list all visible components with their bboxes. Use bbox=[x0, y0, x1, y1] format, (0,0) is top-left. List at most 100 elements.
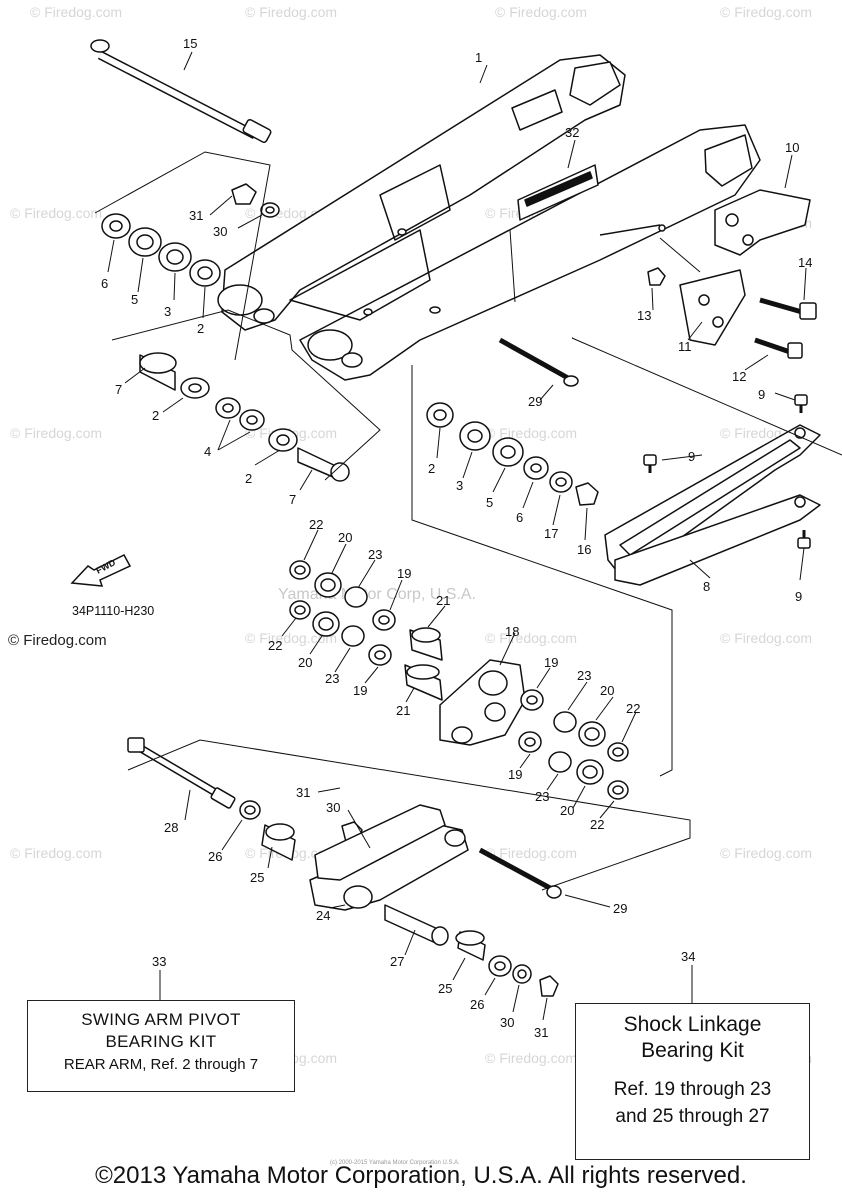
bearing-26-collar-25-left bbox=[239, 800, 296, 861]
bolt-14-part bbox=[759, 297, 817, 320]
callout-22: 22 bbox=[268, 638, 282, 653]
lower-bearing-kit-parts bbox=[455, 930, 559, 997]
screw-9-part bbox=[643, 394, 811, 549]
callout-10: 10 bbox=[785, 140, 799, 155]
callout-5: 5 bbox=[486, 495, 493, 510]
callout-23: 23 bbox=[325, 671, 339, 686]
callout-27: 27 bbox=[390, 954, 404, 969]
callout-26: 26 bbox=[470, 997, 484, 1012]
watermark: © Firedog.com bbox=[245, 4, 338, 20]
callout-29: 29 bbox=[613, 901, 627, 916]
watermark: © Firedog.com bbox=[485, 1050, 578, 1066]
callout-30: 30 bbox=[500, 1015, 514, 1030]
callout-20: 20 bbox=[600, 683, 614, 698]
watermark: © Firedog.com bbox=[720, 4, 813, 20]
callout-7: 7 bbox=[115, 382, 122, 397]
chain-slider-part bbox=[604, 424, 821, 586]
watermark: © Firedog.com bbox=[495, 4, 588, 20]
callout-9: 9 bbox=[795, 589, 802, 604]
watermark: © Firedog.com bbox=[10, 425, 103, 441]
callout-13: 13 bbox=[637, 308, 651, 323]
callout-29: 29 bbox=[528, 394, 542, 409]
callout-8: 8 bbox=[703, 579, 710, 594]
watermark: © Firedog.com bbox=[485, 425, 578, 441]
callout-31: 31 bbox=[534, 1025, 548, 1040]
watermark: © Firedog.com bbox=[485, 630, 578, 646]
callout-32: 32 bbox=[565, 125, 579, 140]
bolt-29-upper-part bbox=[498, 337, 579, 387]
watermark: © Firedog.com bbox=[245, 630, 338, 646]
callout-20: 20 bbox=[298, 655, 312, 670]
callout-14: 14 bbox=[798, 255, 812, 270]
firedog-logo: © Firedog.com bbox=[8, 632, 107, 649]
callout-30: 30 bbox=[213, 224, 227, 239]
callout-22: 22 bbox=[590, 817, 604, 832]
kit34-line4: and 25 through 27 bbox=[615, 1106, 770, 1127]
callout-33: 33 bbox=[152, 954, 166, 969]
kit34-line3: Ref. 19 through 23 bbox=[613, 1079, 772, 1100]
linkage-bearing-set-lower bbox=[518, 689, 629, 800]
callout-25: 25 bbox=[250, 870, 264, 885]
callout-26: 26 bbox=[208, 849, 222, 864]
swing-arm-part bbox=[217, 54, 761, 381]
callout-19: 19 bbox=[353, 683, 367, 698]
callout-20: 20 bbox=[338, 530, 352, 545]
callout-25: 25 bbox=[438, 981, 452, 996]
callout-28: 28 bbox=[164, 820, 178, 835]
callout-23: 23 bbox=[535, 789, 549, 804]
pivot-shaft-part bbox=[90, 39, 272, 143]
callout-34: 34 bbox=[681, 949, 695, 964]
linkage-bearing-set-upper bbox=[289, 560, 443, 701]
watermark: © Firedog.com bbox=[720, 630, 813, 646]
bolt-29-lower-part bbox=[478, 847, 562, 899]
callout-1: 1 bbox=[475, 50, 482, 65]
callout-6: 6 bbox=[516, 510, 523, 525]
callout-17: 17 bbox=[544, 526, 558, 541]
callout-5: 5 bbox=[131, 292, 138, 307]
shock-linkage-bearing-kit-box: Shock Linkage Bearing Kit Ref. 19 throug… bbox=[575, 1003, 810, 1160]
nut-13-part bbox=[647, 267, 666, 286]
label-sticker-part bbox=[517, 164, 599, 221]
copyright-footer: ©2013 Yamaha Motor Corporation, U.S.A. A… bbox=[95, 1162, 747, 1189]
kit33-line2: BEARING KIT bbox=[105, 1032, 217, 1051]
collar-27-part bbox=[384, 904, 449, 946]
callout-9: 9 bbox=[758, 387, 765, 402]
kit34-line1: Shock Linkage bbox=[623, 1013, 762, 1036]
kit33-line3: REAR ARM, Ref. 2 through 7 bbox=[63, 1056, 259, 1073]
callout-18: 18 bbox=[505, 624, 519, 639]
forward-arrow-icon: FWD bbox=[70, 554, 132, 587]
diagram-code: 34P1110-H230 bbox=[72, 604, 155, 618]
callout-3: 3 bbox=[164, 304, 171, 319]
pivot-bearing-set-right bbox=[426, 402, 599, 506]
chain-puller-plate-part bbox=[679, 269, 746, 346]
connecting-rod-part bbox=[309, 804, 469, 911]
watermark: © Firedog.com bbox=[10, 845, 103, 861]
pivot-collar-set bbox=[139, 352, 350, 482]
pivot-bearing-set-left bbox=[101, 213, 221, 287]
kit34-line2: Bearing Kit bbox=[641, 1039, 744, 1062]
callout-2: 2 bbox=[152, 408, 159, 423]
callout-20: 20 bbox=[560, 803, 574, 818]
watermark: © Firedog.com bbox=[30, 4, 123, 20]
watermark: © Firedog.com bbox=[485, 845, 578, 861]
callout-3: 3 bbox=[456, 478, 463, 493]
bolt-12-part bbox=[754, 337, 803, 359]
callout-2: 2 bbox=[197, 321, 204, 336]
callout-6: 6 bbox=[101, 276, 108, 291]
callout-11: 11 bbox=[678, 339, 692, 354]
callout-30: 30 bbox=[326, 800, 340, 815]
watermark: © Firedog.com bbox=[720, 845, 813, 861]
callout-12: 12 bbox=[732, 369, 746, 384]
callout-19: 19 bbox=[508, 767, 522, 782]
callout-31: 31 bbox=[296, 785, 310, 800]
kit33-line1: SWING ARM PIVOT bbox=[81, 1010, 241, 1029]
callout-22: 22 bbox=[626, 701, 640, 716]
bolt-28-part bbox=[127, 737, 236, 809]
callout-15: 15 bbox=[183, 36, 197, 51]
callout-4: 4 bbox=[204, 444, 211, 459]
callout-2: 2 bbox=[428, 461, 435, 476]
callout-2: 2 bbox=[245, 471, 252, 486]
callout-9: 9 bbox=[688, 449, 695, 464]
callout-23: 23 bbox=[577, 668, 591, 683]
